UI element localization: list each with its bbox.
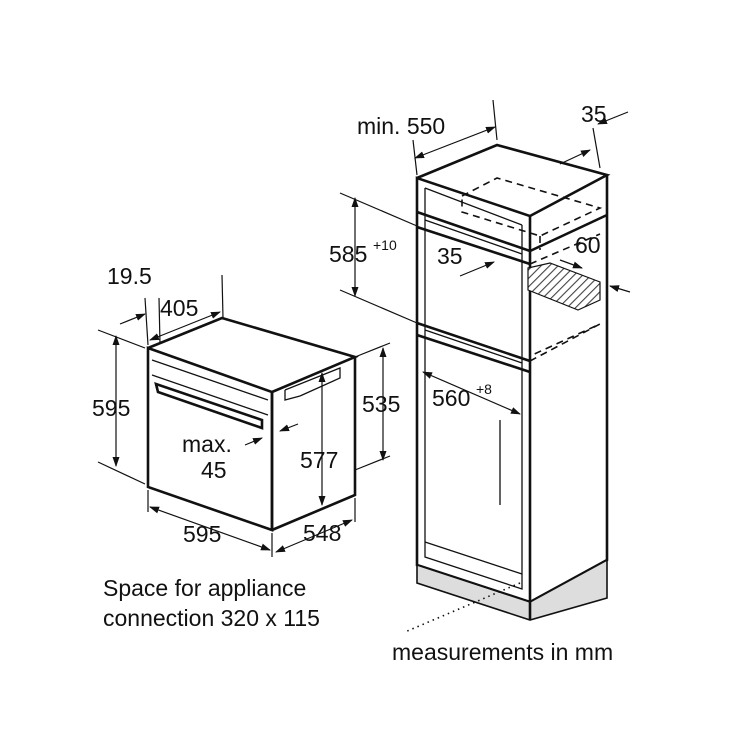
dim-line-niche-width — [422, 371, 521, 415]
cabinet-plinth — [416, 558, 608, 621]
oven-side-tab — [284, 390, 301, 401]
diagram-notes: Space for appliance connection 320 x 115… — [103, 575, 613, 665]
label-depth-548: 548 — [303, 520, 341, 546]
oven-dimensions: 19.5 405 595 535 577 max. 45 595 548 — [92, 263, 400, 557]
ventilation-cutout — [527, 262, 601, 311]
dim-line-548 — [275, 519, 353, 553]
note-units: measurements in mm — [392, 639, 613, 665]
cabinet-upper-shelf-inner — [424, 219, 523, 255]
lower-compartment-bottom — [424, 541, 523, 575]
label-handle-max: max. — [182, 431, 232, 457]
oven-right-side — [270, 357, 357, 532]
niche-bottom-inner — [424, 329, 523, 364]
label-oven-height-595: 595 — [92, 395, 130, 421]
oven-handle — [154, 382, 264, 430]
label-min-550: min. 550 — [357, 113, 445, 139]
oven-top — [147, 316, 359, 394]
label-niche-width: 560 — [432, 385, 470, 411]
label-height-577: 577 — [300, 447, 338, 473]
label-niche-height: 585 — [329, 241, 367, 267]
cabinet-upper-shelf — [416, 210, 608, 253]
oven-door-top — [151, 374, 269, 416]
tall-cabinet-drawing — [404, 143, 611, 633]
label-oven-width-595: 595 — [183, 521, 221, 547]
dim-line-405 — [149, 311, 221, 341]
niche-back-dashed — [529, 233, 601, 362]
label-height-535: 535 — [362, 391, 400, 417]
label-niche-width-tolerance: +8 — [476, 381, 492, 397]
dim-line-min-550 — [414, 126, 496, 159]
label-vent-60: 60 — [575, 232, 601, 258]
oven-drawing — [146, 316, 359, 532]
label-oven-depth-405: 405 — [160, 295, 198, 321]
label-oven-depth-19-5: 19.5 — [107, 263, 152, 289]
note-connection-line1: Space for appliance — [103, 575, 306, 601]
label-handle-max-value: 45 — [201, 457, 227, 483]
cabinet-top — [416, 143, 611, 218]
label-depth-35-top: 35 — [581, 101, 607, 127]
cabinet-dimensions: min. 550 35 585 +10 35 60 560 +8 — [329, 99, 631, 505]
note-connection-line2: connection 320 x 115 — [103, 605, 320, 631]
niche-bottom-board — [416, 321, 531, 363]
oven-control-strip — [151, 359, 269, 401]
label-vent-35: 35 — [437, 243, 463, 269]
lower-compartment-top — [416, 333, 531, 374]
label-niche-height-tolerance: +10 — [373, 237, 397, 253]
upper-box-dashed — [461, 177, 603, 250]
dim-line-oven-width — [149, 506, 271, 551]
cabinet-inner-top — [424, 187, 523, 226]
